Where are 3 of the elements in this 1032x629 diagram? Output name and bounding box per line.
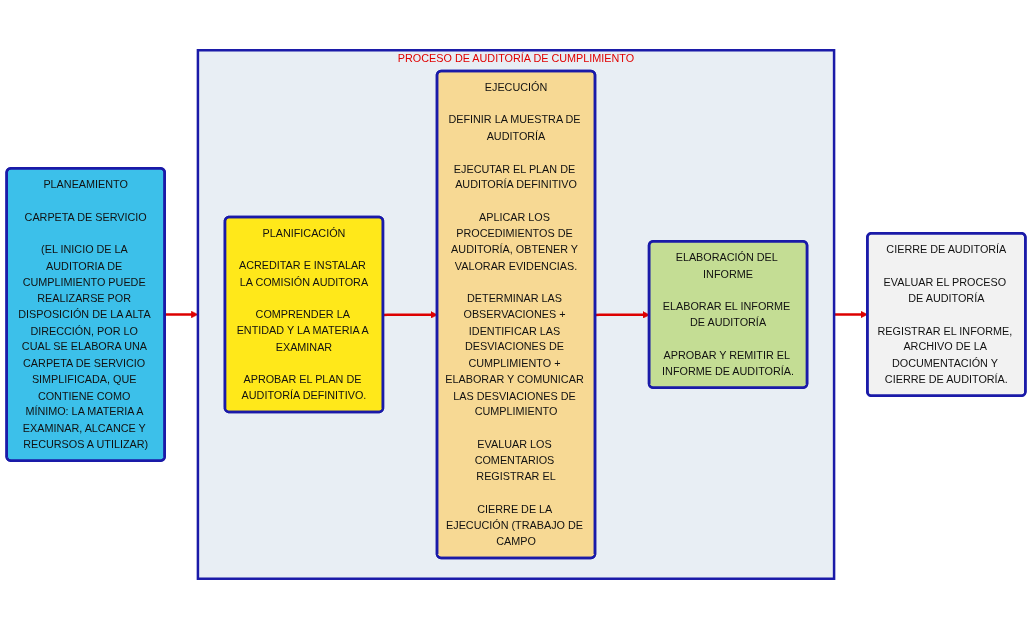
arrow xyxy=(834,310,868,319)
arrow xyxy=(383,311,438,319)
arrow xyxy=(595,311,650,319)
